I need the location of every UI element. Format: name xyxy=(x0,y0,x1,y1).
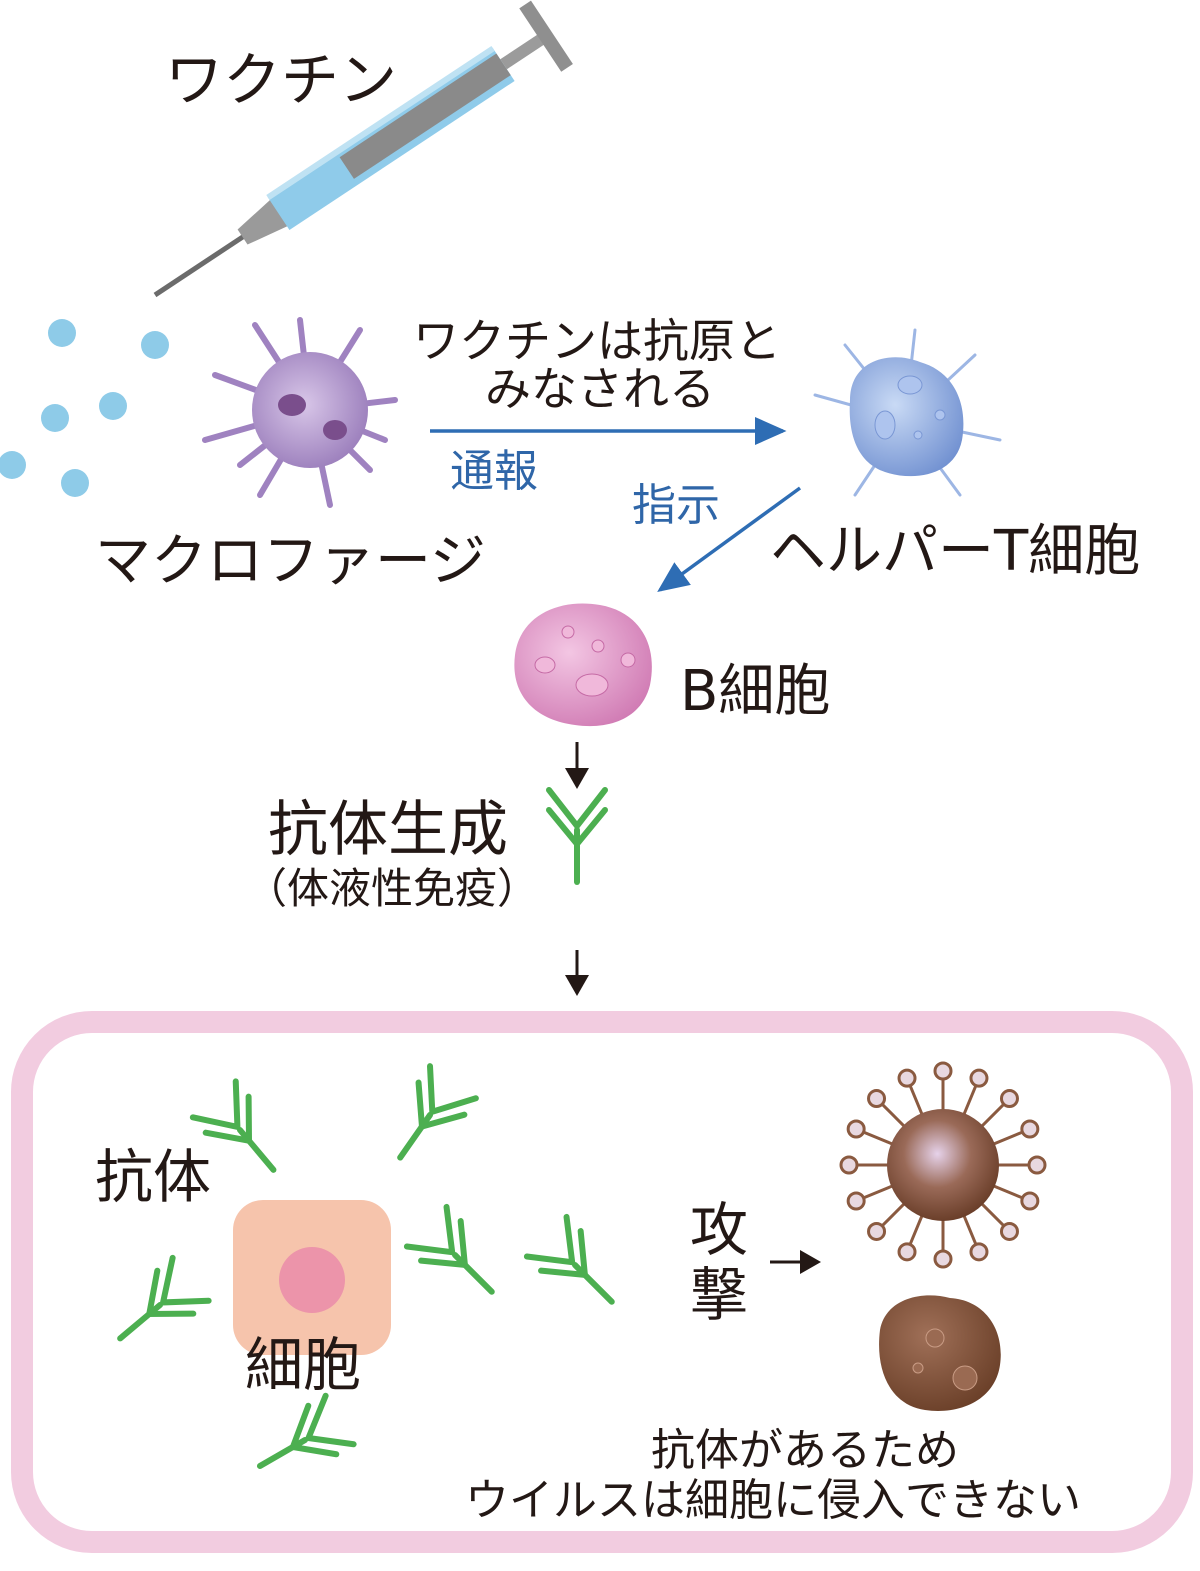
virus-spike xyxy=(879,1199,909,1229)
virus-spike-tip xyxy=(969,1068,989,1088)
instruct-arrow xyxy=(657,486,802,593)
conclusion-line2: ウイルスは細胞に侵入できない xyxy=(465,1475,1081,1526)
virus-spike xyxy=(879,1101,909,1131)
instruct-label: 指示 xyxy=(632,480,720,531)
virus-spike xyxy=(988,1182,1025,1201)
vaccine-drops xyxy=(0,319,169,497)
virus-spike xyxy=(861,1129,898,1148)
virus-spike xyxy=(988,1129,1025,1148)
attack-label-1: 攻 xyxy=(690,1196,748,1264)
virus-spike-tip xyxy=(933,1061,953,1081)
virus-spike-tip xyxy=(867,1089,887,1109)
virus-spike xyxy=(907,1083,926,1120)
virus-spike-tip xyxy=(999,1089,1019,1109)
cell-label: 細胞 xyxy=(245,1331,361,1399)
virus-spike-tip xyxy=(846,1119,866,1139)
helper-t-cell-label: ヘルパーT細胞 xyxy=(770,519,1140,584)
virus-spike-tip xyxy=(969,1242,989,1262)
virus-spike xyxy=(960,1083,979,1120)
virus-spike-tip xyxy=(867,1221,887,1241)
virus-spike-tip xyxy=(999,1221,1019,1241)
vaccine-antigen-line1: ワクチンは抗原と xyxy=(413,314,781,368)
virus-icon xyxy=(839,1061,1047,1269)
attack-label-2: 撃 xyxy=(690,1261,748,1329)
conclusion-line1: 抗体があるため xyxy=(651,1425,959,1476)
vaccine-antigen-line2: みなされる xyxy=(485,362,715,416)
virus-spike xyxy=(960,1210,979,1247)
virus-spike-tip xyxy=(897,1068,917,1088)
virus-spike-tip xyxy=(933,1249,953,1269)
humoral-immunity-label: （体液性免疫） xyxy=(245,864,539,913)
virus-spike-tip xyxy=(846,1191,866,1211)
virus-spike xyxy=(907,1210,926,1247)
virus-body xyxy=(887,1109,999,1221)
macrophage-label: マクロファージ xyxy=(95,529,486,594)
vaccine-label: ワクチン xyxy=(165,46,397,114)
helper-t-cell-icon xyxy=(813,328,1002,497)
cell-icon xyxy=(233,1200,391,1355)
b-cell-icon xyxy=(514,603,652,727)
b-cell-label: B細胞 xyxy=(680,659,830,724)
virus-spike-tip xyxy=(897,1242,917,1262)
virus-spike-tip xyxy=(1027,1155,1047,1175)
antibody-icon xyxy=(549,790,605,882)
antibody-production-label: 抗体生成 xyxy=(268,795,508,865)
virus-spike-tip xyxy=(1020,1119,1040,1139)
syringe-icon xyxy=(153,0,573,298)
virus-spike-tip xyxy=(839,1155,859,1175)
macrophage-icon xyxy=(202,317,398,508)
report-label: 通報 xyxy=(450,446,538,497)
antibody-label: 抗体 xyxy=(95,1143,211,1211)
virus-spike xyxy=(861,1182,898,1201)
virus-spike xyxy=(977,1101,1007,1131)
virus-spike-tip xyxy=(1020,1191,1040,1211)
virus-spike xyxy=(977,1199,1007,1229)
virus-blob-icon xyxy=(879,1295,1001,1411)
